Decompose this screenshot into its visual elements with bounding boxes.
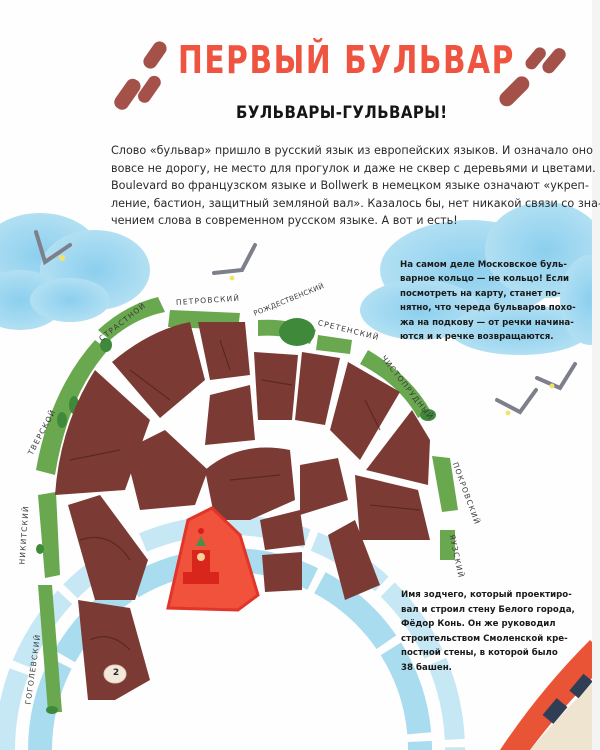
note-line: постной стены, в которой было [401, 648, 558, 659]
note-line: Имя зодчего, который проектиро- [401, 590, 572, 600]
horseshoe-note: На самом деле Московское буль- варное ко… [400, 258, 580, 344]
page-subtitle: БУЛЬВАРЫ-ГУЛЬВАРЫ! [236, 103, 448, 123]
note-line: На самом деле Московское буль- [400, 260, 567, 270]
cloud-left [0, 213, 150, 330]
footprint-icon-right [499, 47, 566, 107]
intro-line: Boulevard во французском языке и Bollwer… [111, 179, 589, 193]
seagull-icon [34, 230, 577, 415]
note-line: строительством Смоленской кре- [401, 633, 568, 644]
intro-line: вовсе не дорогу, не место для прогулок и… [111, 161, 596, 175]
note-line: жа на подкову — от речки начина- [400, 317, 574, 328]
tree-icon [36, 318, 436, 714]
note-line: ются и к речке возвращаются. [400, 332, 554, 343]
note-line: варное кольцо — не кольцо! Если [400, 274, 570, 285]
note-line: посмотреть на карту, станет по- [400, 288, 561, 299]
intro-paragraph: Слово «бульвар» пришло в русский язык из… [111, 142, 600, 230]
cloud-right [360, 202, 600, 355]
note-line: вал и строил стену Белого города, [401, 604, 575, 615]
marker-number: 2 [112, 668, 120, 678]
note-line: нятно, что череда бульваров похо- [400, 303, 576, 314]
intro-line: ление, бастион, защитный земляной вал». … [111, 196, 600, 210]
marker-2 [103, 664, 127, 684]
intro-line: Слово «бульвар» пришло в русский язык из… [111, 144, 593, 157]
note-line: Фёдор Конь. Он же руководил [401, 619, 556, 630]
page-title: ПЕРВЫЙ БУЛЬВАР [178, 38, 515, 82]
note-line: 38 башен. [401, 662, 452, 673]
bridge [500, 640, 600, 750]
page-edge [592, 0, 600, 750]
kremlin-tower-icon [166, 506, 260, 612]
city-blocks [55, 322, 430, 700]
footprint-icon-left [114, 41, 167, 110]
architect-note: Имя зодчего, который проектиро- вал и ст… [401, 588, 581, 676]
intro-line: чением слова в современном русском языке… [111, 214, 458, 228]
